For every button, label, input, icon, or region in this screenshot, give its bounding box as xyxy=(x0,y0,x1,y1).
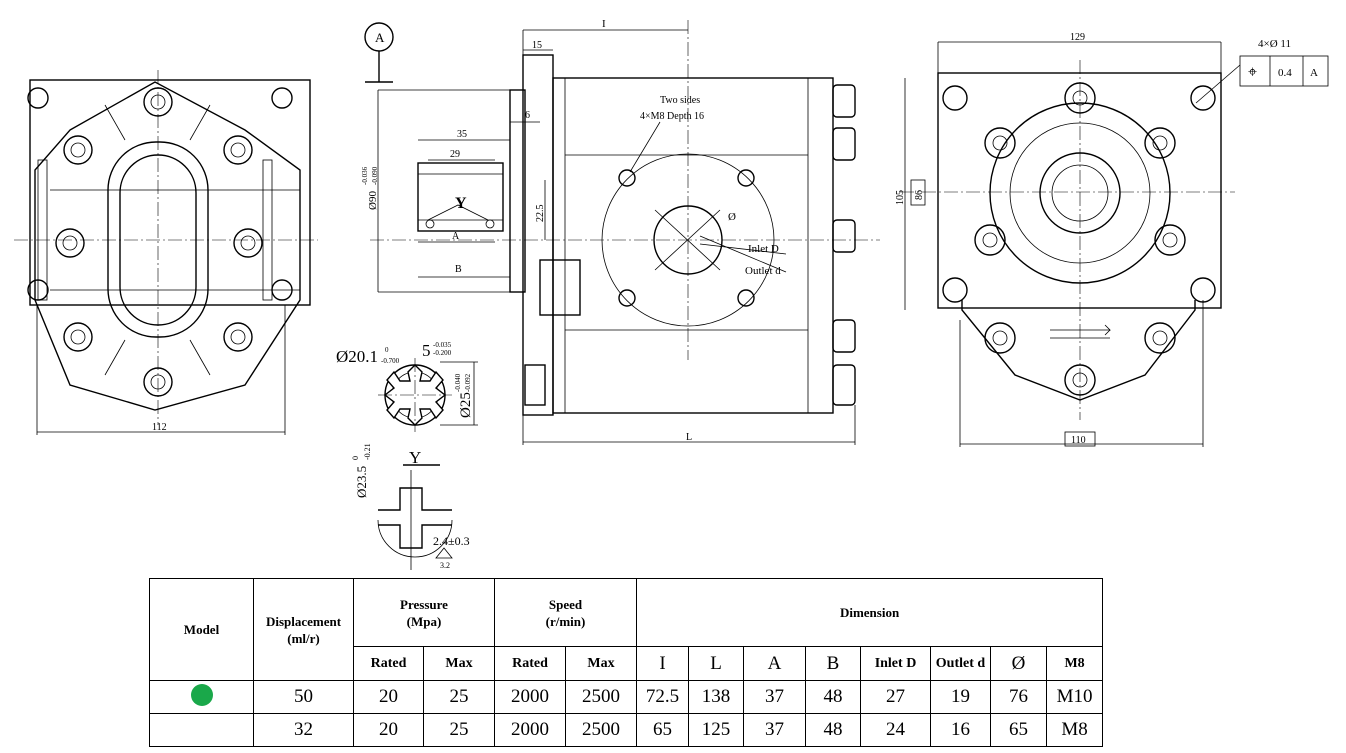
subheader-pressure-rated: Rated xyxy=(353,646,424,681)
label-inlet: Inlet D xyxy=(748,243,779,255)
svg-text:-0.035: -0.035 xyxy=(433,341,452,349)
detail-depth: 2.4±0.3 xyxy=(433,534,470,548)
header-dimension: Dimension xyxy=(635,578,1104,647)
dim-22-5: 22.5 xyxy=(535,205,546,223)
subheader-b: B xyxy=(805,646,861,681)
header-model: Model xyxy=(149,578,254,681)
subheader-speed-max: Max xyxy=(565,646,637,681)
svg-text:-0.21: -0.21 xyxy=(363,443,372,460)
svg-text:-0.092: -0.092 xyxy=(464,373,472,392)
label-outlet: Outlet d xyxy=(745,265,781,277)
subheader-m: M8 xyxy=(1045,646,1104,681)
table-row: 50 20 25 2000 2500 72.5 138 37 48 27 19 … xyxy=(149,680,1104,714)
label-thread: 4×M8 Depth 16 xyxy=(640,111,704,122)
subheader-phi: Ø xyxy=(990,646,1047,681)
tolerance-value: 0.4 xyxy=(1278,67,1292,79)
svg-text:A: A xyxy=(375,30,385,45)
dim-35: 35 xyxy=(457,129,467,140)
subheader-l: L xyxy=(688,646,744,681)
detail-roughness: 3.2 xyxy=(440,561,450,570)
dim-a: A xyxy=(452,231,460,242)
header-pressure: Pressure (Mpa) xyxy=(353,578,495,647)
svg-text:0: 0 xyxy=(351,456,360,460)
subheader-inlet: Inlet D xyxy=(860,646,931,681)
right-view: 129 105 86 110 4×Ø 11 ⌖ 0.4 A xyxy=(895,32,1329,447)
dim-29: 29 xyxy=(450,149,460,160)
subheader-speed-rated: Rated xyxy=(494,646,566,681)
dim-i: I xyxy=(602,18,606,30)
technical-drawing: 112 A xyxy=(14,18,1329,570)
label-phi: Ø xyxy=(728,211,736,223)
spec-table: Model Displacement (ml/r) Pressure (Mpa)… xyxy=(149,578,1104,747)
model-marker-cell xyxy=(149,713,254,747)
front-view: 112 xyxy=(14,70,318,435)
table-row: 32 20 25 2000 2500 65 125 37 48 24 16 65… xyxy=(149,713,1104,747)
side-h86: 86 xyxy=(914,190,925,200)
side-holes-label: 4×Ø 11 xyxy=(1258,38,1291,50)
svg-text:-0.040: -0.040 xyxy=(454,373,462,392)
detail-y-label: Y xyxy=(409,448,421,467)
spline-dia-201: Ø20.1 xyxy=(336,347,378,366)
model-marker-cell xyxy=(149,680,254,714)
label-two-sides: Two sides xyxy=(660,95,700,106)
tolerance-datum: A xyxy=(1310,67,1318,79)
subheader-outlet: Outlet d xyxy=(930,646,991,681)
side-h105: 105 xyxy=(895,190,906,205)
svg-text:0: 0 xyxy=(385,346,389,354)
spline-width-5: 5 xyxy=(422,341,431,360)
subheader-pressure-max: Max xyxy=(423,646,495,681)
front-width-dim: 112 xyxy=(152,422,167,433)
dim-b: B xyxy=(455,264,462,275)
side-width-dim: 129 xyxy=(1070,32,1085,43)
svg-text:-0.700: -0.700 xyxy=(381,357,400,365)
dim-6: 6 xyxy=(525,110,530,121)
detail-y: Y Ø23.5 0 -0.21 2.4±0.3 3.2 xyxy=(351,443,470,570)
svg-text:-0.090: -0.090 xyxy=(371,166,379,185)
spline-section: Ø20.1 0 -0.700 5 -0.035 -0.200 Ø25 -0.04… xyxy=(336,341,478,432)
header-speed: Speed (r/min) xyxy=(494,578,637,647)
side-bottom-dim: 110 xyxy=(1071,435,1086,446)
spline-dia-25: Ø25 xyxy=(458,392,474,418)
subheader-i: I xyxy=(636,646,689,681)
dim-l: L xyxy=(686,432,692,443)
side-view: I 15 6 35 29 Y A B Ø90 -0.036 -0.090 22.… xyxy=(361,18,880,445)
view-y-marker: Y xyxy=(455,195,467,212)
svg-text:-0.200: -0.200 xyxy=(433,349,452,357)
datum-a-symbol: A xyxy=(364,22,394,83)
position-symbol: ⌖ xyxy=(1248,64,1257,81)
dim-phi90: Ø90 xyxy=(367,191,379,210)
dim-15: 15 xyxy=(532,40,542,51)
model-selected-dot xyxy=(190,683,213,706)
subheader-a: A xyxy=(743,646,806,681)
header-displacement: Displacement (ml/r) xyxy=(253,578,354,681)
svg-text:-0.036: -0.036 xyxy=(361,166,369,185)
detail-dia-235: Ø23.5 xyxy=(354,466,369,498)
